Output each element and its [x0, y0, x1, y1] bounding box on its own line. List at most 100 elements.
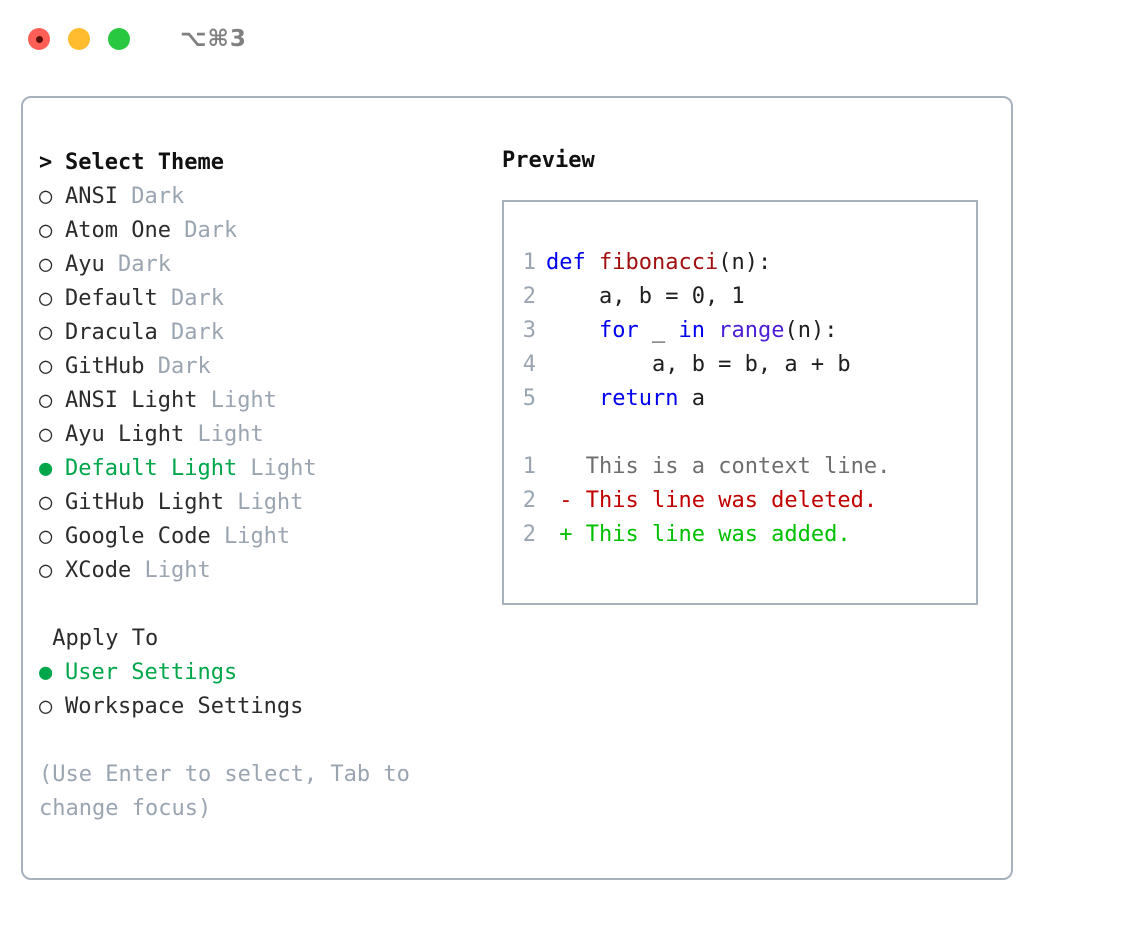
theme-list-header: > Select Theme	[39, 146, 489, 180]
theme-option-name: Google Code	[65, 524, 211, 549]
header-caret-icon: >	[39, 150, 53, 175]
code-diff-gap	[504, 416, 976, 450]
close-button[interactable]	[28, 28, 50, 50]
theme-option-variant: Light	[184, 422, 264, 447]
theme-option-name: Default Light	[65, 456, 238, 481]
theme-option-default[interactable]: ○ Default Dark	[39, 282, 489, 316]
diff-line-ctx: 1 This is a context line.	[504, 450, 976, 484]
diff-sign	[546, 454, 586, 479]
theme-option-variant: Dark	[157, 320, 224, 345]
diff-line-add: 2 + This line was added.	[504, 518, 976, 552]
code-line-number: 1	[522, 250, 536, 275]
code-line-text: def fibonacci(n):	[546, 246, 771, 280]
code-line-number: 2	[522, 284, 536, 309]
theme-option-name: Default	[65, 286, 158, 311]
theme-option-default-light[interactable]: ●Default Light Light	[39, 452, 489, 486]
radio-unselected-icon: ○	[39, 320, 53, 345]
theme-list-header-label: Select Theme	[65, 150, 224, 175]
diff-line-number: 2	[522, 488, 536, 513]
theme-selector-panel: >Select Theme ○ANSI Dark○Atom One Dark○A…	[21, 96, 1013, 880]
code-token-plain: a, b = 0, 1	[546, 284, 745, 309]
code-line-text: for _ in range(n):	[546, 314, 837, 348]
theme-option-name: GitHub	[65, 354, 145, 379]
apply-to-marker-spacer	[39, 626, 52, 651]
radio-unselected-icon: ○	[39, 490, 53, 515]
code-line: 1 def fibonacci(n):	[504, 246, 976, 280]
code-line-number: 3	[522, 318, 536, 343]
radio-unselected-icon: ○	[39, 286, 53, 311]
diff-line-text: This line was deleted.	[585, 488, 878, 513]
diff-line-number: 1	[522, 454, 536, 479]
theme-option-variant: Dark	[170, 218, 238, 243]
theme-option-variant: Dark	[117, 184, 185, 209]
theme-option-ansi-light[interactable]: ○ANSI Light Light	[39, 384, 489, 418]
code-line-text: return a	[546, 382, 705, 416]
code-line: 4 a, b = b, a + b	[504, 348, 976, 382]
theme-option-name: GitHub Light	[65, 490, 224, 515]
titlebar-shortcut-label: ⌥⌘3	[180, 25, 247, 52]
code-token-plain: (n):	[784, 318, 838, 343]
theme-option-variant: Dark	[104, 252, 171, 277]
apply-to-label: Apply To	[52, 626, 159, 651]
diff-sign: -	[546, 488, 586, 513]
code-line: 3 for _ in range(n):	[504, 314, 976, 348]
radio-unselected-icon: ○	[39, 184, 53, 209]
radio-unselected-icon: ○	[39, 694, 53, 719]
diff-line-body: - This line was deleted.	[546, 484, 877, 518]
theme-option-name: ANSI	[65, 184, 118, 209]
theme-option-variant: Dark	[157, 286, 224, 311]
theme-option-xcode[interactable]: ○XCode Light	[39, 554, 489, 588]
list-spacer	[39, 588, 489, 622]
minimize-button[interactable]	[68, 28, 90, 50]
code-token-plain: (n):	[718, 250, 772, 275]
theme-option-name: Dracula	[65, 320, 158, 345]
radio-unselected-icon: ○	[39, 252, 53, 277]
theme-option-variant: Light	[237, 456, 317, 481]
apply-to-option-user-settings[interactable]: ● User Settings	[39, 656, 489, 690]
theme-option-name: ANSI Light	[65, 388, 198, 413]
theme-option-github[interactable]: ○GitHub Dark	[39, 350, 489, 384]
theme-option-dracula[interactable]: ○ Dracula Dark	[39, 316, 489, 350]
code-line-text: a, b = b, a + b	[546, 348, 851, 382]
theme-option-atom-one[interactable]: ○ Atom One Dark	[39, 214, 489, 248]
code-line-number: 5	[522, 386, 536, 411]
apply-to-options-list: ● User Settings ○Workspace Settings	[39, 656, 489, 724]
diff-line-number: 2	[522, 522, 536, 547]
apply-to-option-label: User Settings	[65, 660, 238, 685]
theme-list-column: >Select Theme ○ANSI Dark○Atom One Dark○A…	[39, 146, 489, 826]
radio-unselected-icon: ○	[39, 218, 53, 243]
window-titlebar: ⌥⌘3	[0, 0, 1140, 78]
code-line: 2 a, b = 0, 1	[504, 280, 976, 314]
maximize-button[interactable]	[108, 28, 130, 50]
code-token-kw: in	[678, 318, 719, 343]
theme-option-variant: Light	[210, 524, 291, 549]
theme-option-ansi[interactable]: ○ ANSI Dark	[39, 180, 489, 214]
theme-option-github-light[interactable]: ○GitHub Light Light	[39, 486, 489, 520]
theme-option-name: Atom One	[65, 218, 171, 243]
theme-option-ayu-light[interactable]: ○Ayu Light Light	[39, 418, 489, 452]
code-line-text: a, b = 0, 1	[546, 280, 745, 314]
theme-option-name: Ayu Light	[65, 422, 185, 447]
code-line: 5 return a	[504, 382, 976, 416]
diff-line-body: This is a context line.	[546, 450, 891, 484]
window-controls	[28, 28, 130, 50]
theme-option-variant: Light	[131, 558, 211, 583]
code-token-plain: _	[651, 318, 679, 343]
keyboard-hint-text: (Use Enter to select, Tab to change focu…	[39, 762, 424, 821]
code-token-plain: a	[691, 386, 705, 411]
radio-unselected-icon: ○	[39, 354, 53, 379]
code-token-kw: def	[546, 250, 599, 275]
diff-line-body: + This line was added.	[546, 518, 850, 552]
theme-option-name: XCode	[65, 558, 132, 583]
theme-option-ayu[interactable]: ○Ayu Dark	[39, 248, 489, 282]
radio-selected-icon: ●	[39, 660, 53, 685]
code-token-kw: return	[546, 386, 692, 411]
radio-unselected-icon: ○	[39, 524, 53, 549]
code-token-plain: a, b = b, a + b	[546, 352, 851, 377]
theme-option-google-code[interactable]: ○ Google Code Light	[39, 520, 489, 554]
diff-sign: +	[546, 522, 586, 547]
apply-to-option-workspace-settings[interactable]: ○Workspace Settings	[39, 690, 489, 724]
